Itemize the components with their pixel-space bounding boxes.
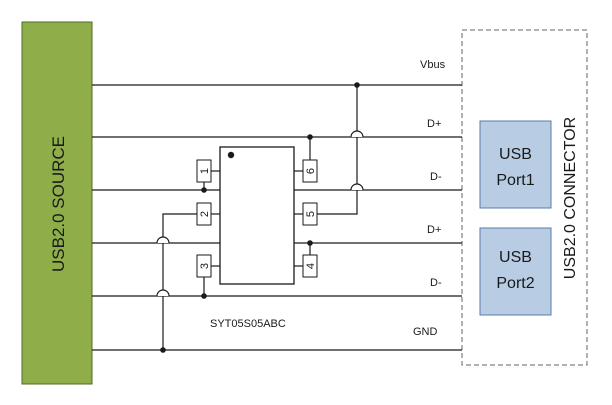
- usb-source-label: USB2.0 SOURCE: [49, 136, 68, 272]
- junction-pin6: [307, 134, 313, 140]
- junction-vbus: [354, 82, 360, 88]
- junction-pin4: [307, 240, 313, 246]
- crossover-hop-dminus2: [156, 289, 170, 297]
- chip-pin-4-label: 4: [305, 263, 317, 269]
- signal-label-dminus-1: D-: [430, 171, 442, 183]
- signal-label-vbus: Vbus: [420, 59, 446, 71]
- usb-port2-line2: Port2: [496, 275, 534, 292]
- signal-label-gnd: GND: [413, 326, 438, 338]
- signal-label-dminus-2: D-: [430, 277, 442, 289]
- signal-label-dplus-1: D+: [427, 118, 441, 130]
- usb-port1-line1: USB: [499, 146, 532, 163]
- usb-port2-box: [479, 227, 552, 316]
- chip-pin1-dot: [227, 151, 235, 159]
- crossover-hop-dminus1: [350, 183, 364, 191]
- chip-pin-6-label: 6: [305, 168, 317, 174]
- chip-pin-3-label: 3: [199, 263, 211, 269]
- crossover-hop-dplus2: [156, 236, 170, 244]
- crossover-hop-dplus1: [350, 130, 364, 138]
- junction-pin3: [201, 293, 207, 299]
- chip-pin-2-label: 2: [199, 211, 211, 217]
- usb-port1-box: [479, 120, 552, 209]
- usb-connector-label: USB2.0 CONNECTOR: [562, 117, 579, 279]
- usb-port1-line2: Port1: [496, 172, 534, 189]
- usb-connector-box: [461, 29, 588, 366]
- chip-pin-5-label: 5: [305, 211, 317, 217]
- esd-chip-body: [219, 146, 295, 285]
- junction-pin1: [201, 187, 207, 193]
- chip-pin-1-label: 1: [199, 168, 211, 174]
- signal-label-dplus-2: D+: [427, 224, 441, 236]
- usb-port2-line1: USB: [499, 249, 532, 266]
- junction-gnd: [160, 347, 166, 353]
- pin5-wire: [317, 85, 358, 215]
- usb-source-block: [21, 21, 93, 385]
- chip-part-number: SYT05S05ABC: [210, 318, 286, 330]
- pin2-wire: [162, 213, 197, 350]
